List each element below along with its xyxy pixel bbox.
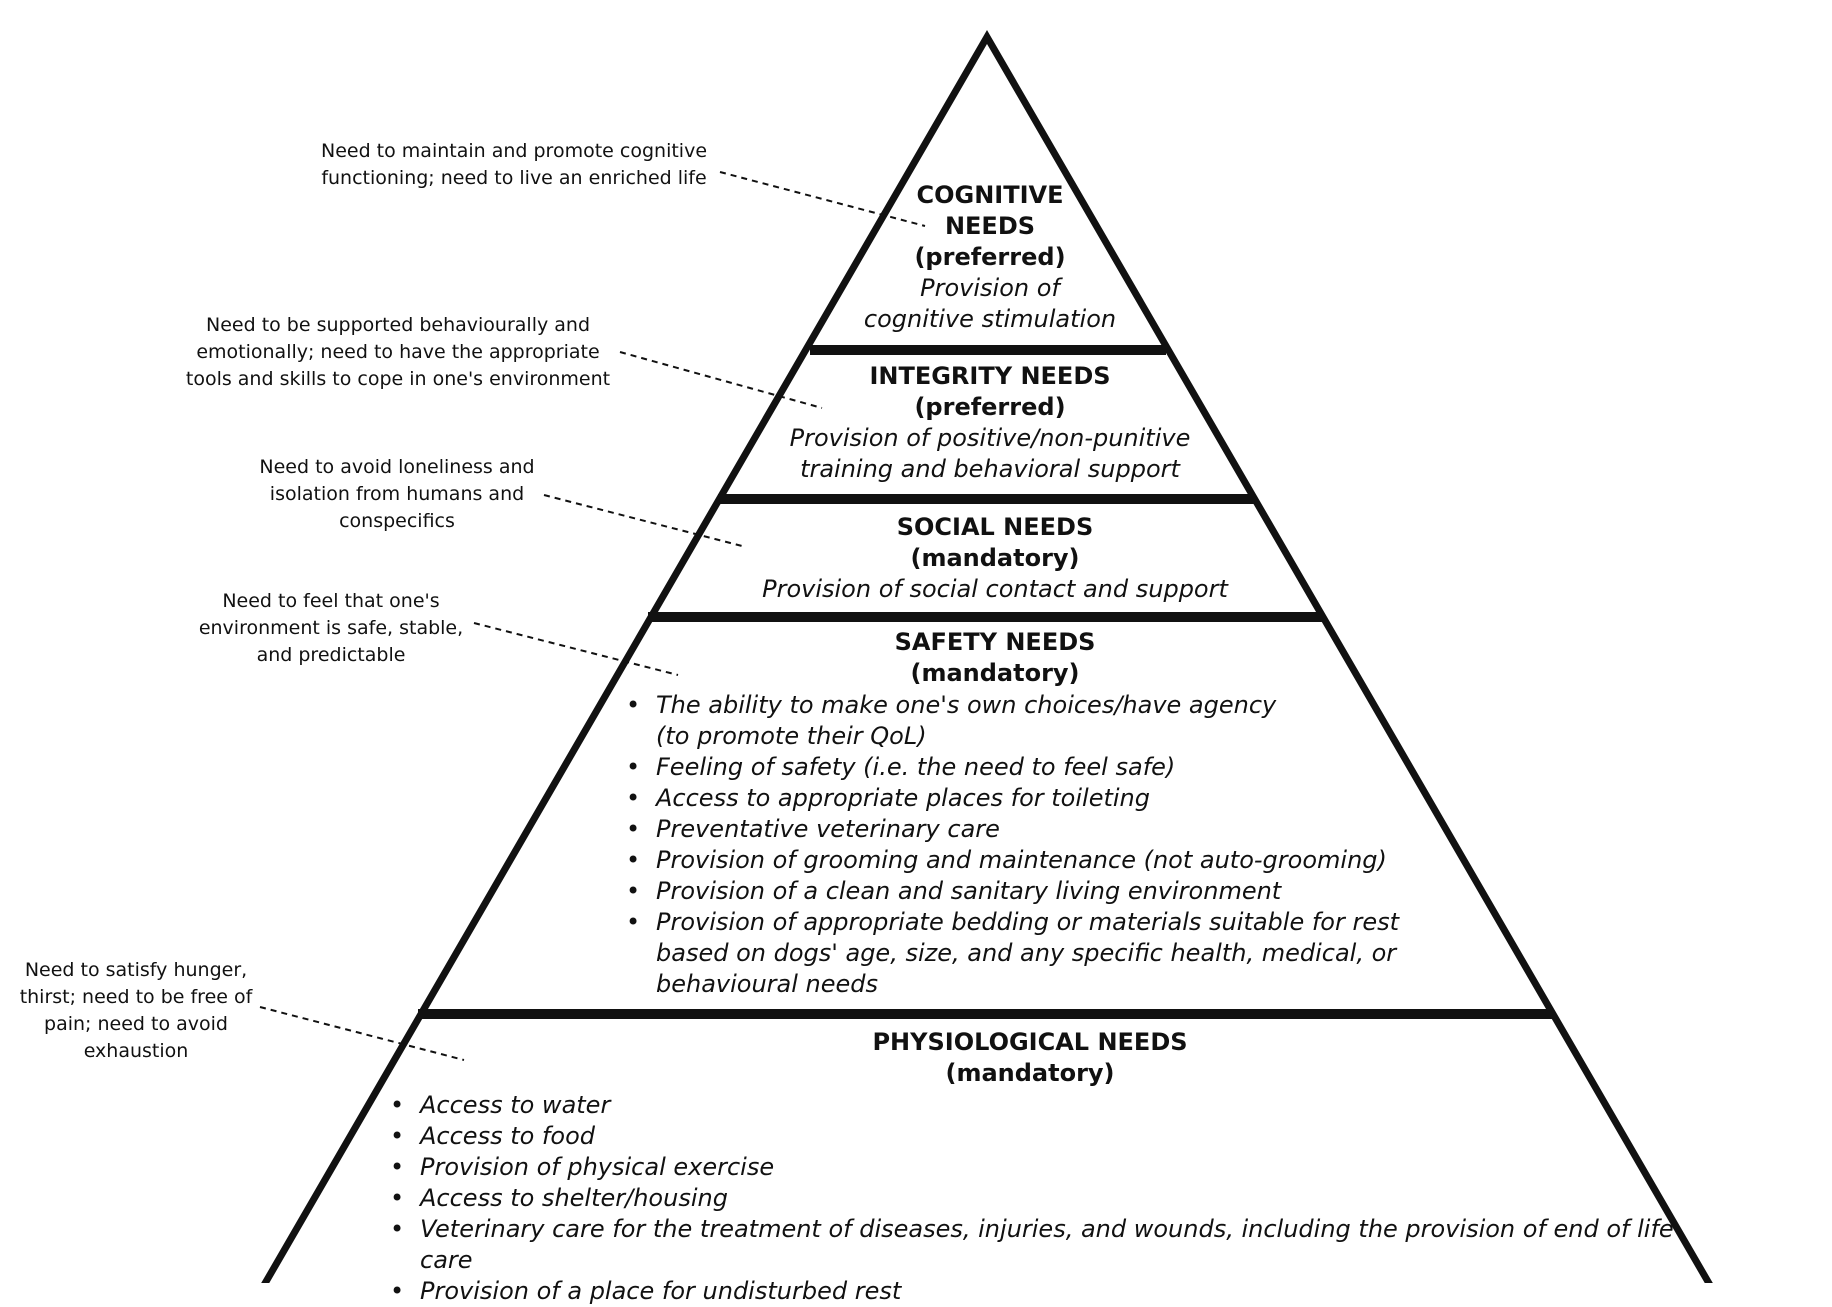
list-item-line: Access to food	[420, 1122, 595, 1150]
list-item-line: Access to water	[420, 1091, 611, 1119]
tier-integrity: INTEGRITY NEEDS (preferred) Provision of…	[740, 361, 1240, 485]
tier-physiological-level: (mandatory)	[945, 1059, 1115, 1087]
list-item-line: Provision of a place for undisturbed res…	[420, 1277, 902, 1305]
list-item: Provision of grooming and maintenance (n…	[622, 845, 1422, 876]
note-physiological: Need to satisfy hunger, thirst; need to …	[19, 959, 253, 1062]
physiological-needs-list: Access to waterAccess to foodProvision o…	[386, 1090, 1726, 1307]
leader-line-physiological	[259, 1006, 465, 1061]
leader-line-cognitive	[719, 171, 926, 227]
list-item: Provision of physical exercise	[386, 1152, 1726, 1183]
tier-integrity-title: INTEGRITY NEEDS	[869, 362, 1111, 390]
tier-physiological: PHYSIOLOGICAL NEEDS (mandatory)	[770, 1027, 1290, 1089]
list-item-line: Provision of appropriate bedding or mate…	[656, 908, 1400, 936]
list-item: Access to water	[386, 1090, 1726, 1121]
tier-social-title: SOCIAL NEEDS	[896, 513, 1094, 541]
safety-needs-list: The ability to make one's own choices/ha…	[622, 690, 1422, 1000]
tier-cognitive-level: (preferred)	[914, 243, 1066, 271]
note-cognitive: Need to maintain and promote cognitive f…	[320, 140, 708, 189]
list-item-line: Feeling of safety (i.e. the need to feel…	[656, 753, 1176, 781]
note-safety: Need to feel that one's environment is s…	[198, 590, 464, 666]
pyramid-outline	[261, 30, 1713, 1283]
note-integrity: Need to be supported behaviourally and e…	[185, 314, 611, 390]
list-item-line: Preventative veterinary care	[656, 815, 1000, 843]
tier-safety-title: SAFETY NEEDS	[894, 628, 1096, 656]
list-item: Provision of a clean and sanitary living…	[622, 876, 1422, 907]
list-item: Provision of appropriate bedding or mate…	[622, 907, 1422, 1000]
list-item: Access to shelter/housing	[386, 1183, 1726, 1214]
tier-cognitive-description: Provision of cognitive stimulation	[863, 274, 1117, 333]
leader-line-safety	[473, 622, 679, 676]
list-item-line: based on dogs' age, size, and any specif…	[656, 939, 1397, 967]
tier-integrity-description: Provision of positive/non-punitive train…	[789, 424, 1191, 483]
tier-physiological-title: PHYSIOLOGICAL NEEDS	[872, 1028, 1188, 1056]
tier-safety: SAFETY NEEDS (mandatory)	[760, 627, 1230, 689]
tier-social-level: (mandatory)	[910, 544, 1080, 572]
list-item: Feeling of safety (i.e. the need to feel…	[622, 752, 1422, 783]
list-item: The ability to make one's own choices/ha…	[622, 690, 1422, 752]
list-item: Preventative veterinary care	[622, 814, 1422, 845]
note-social: Need to avoid loneliness and isolation f…	[259, 456, 535, 532]
list-item-line: The ability to make one's own choices/ha…	[656, 691, 1277, 719]
list-item-line: Veterinary care for the treatment of dis…	[420, 1215, 1674, 1274]
list-item-line: behavioural needs	[656, 970, 879, 998]
tier-cognitive: COGNITIVE NEEDS (preferred) Provision of…	[800, 180, 1180, 335]
tier-social: SOCIAL NEEDS (mandatory) Provision of so…	[710, 512, 1280, 605]
tier-safety-level: (mandatory)	[910, 659, 1080, 687]
tier-integrity-level: (preferred)	[914, 393, 1066, 421]
list-item-line: Provision of physical exercise	[420, 1153, 775, 1181]
list-item: Access to appropriate places for toileti…	[622, 783, 1422, 814]
list-item-line: Access to appropriate places for toileti…	[656, 784, 1150, 812]
list-item-line: Provision of a clean and sanitary living…	[656, 877, 1282, 905]
leader-line-social	[543, 494, 747, 548]
list-item-line: Access to shelter/housing	[420, 1184, 728, 1212]
list-item: Veterinary care for the treatment of dis…	[386, 1214, 1726, 1276]
list-item-line: Provision of grooming and maintenance (n…	[656, 846, 1387, 874]
leader-line-integrity	[619, 351, 823, 409]
list-item-line: (to promote their QoL)	[656, 722, 927, 750]
tier-social-description: Provision of social contact and support	[762, 575, 1228, 603]
list-item: Access to food	[386, 1121, 1726, 1152]
list-item: Provision of a place for undisturbed res…	[386, 1276, 1726, 1307]
tier-cognitive-title: COGNITIVE NEEDS	[916, 181, 1064, 240]
